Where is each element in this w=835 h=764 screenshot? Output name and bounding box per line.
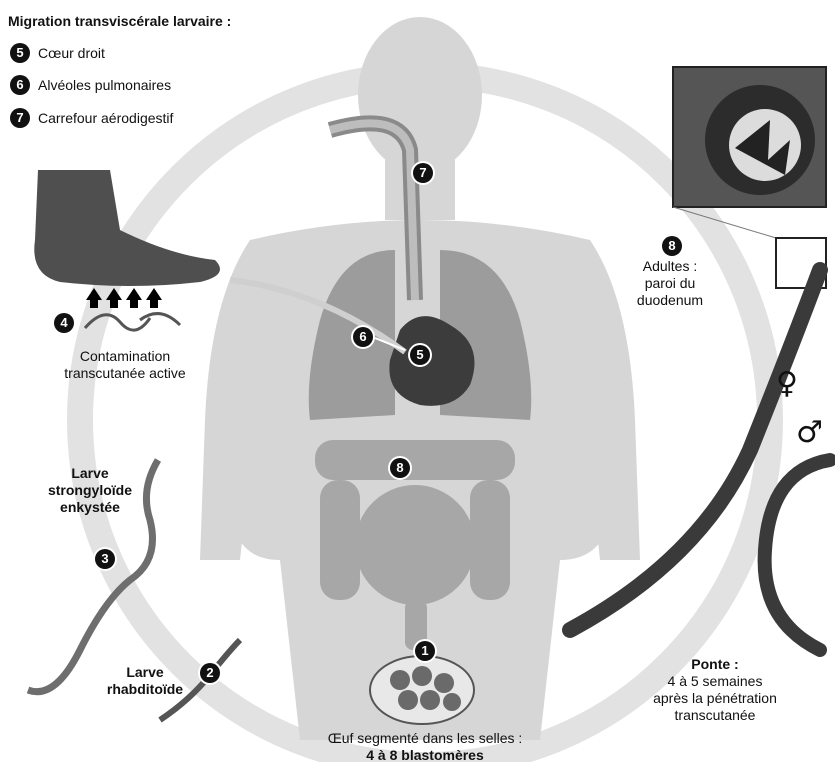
rhabditoid-line: Larve bbox=[90, 664, 200, 681]
marker-4: 4 bbox=[54, 313, 74, 333]
egg-label: Œuf segmenté dans les selles : 4 à 8 bla… bbox=[300, 730, 550, 764]
marker-7: 7 bbox=[413, 163, 433, 183]
ponte-line: transcutanée bbox=[630, 707, 800, 724]
ponte-label: Ponte : 4 à 5 semaines après la pénétrat… bbox=[630, 656, 800, 724]
number-badge: 7 bbox=[10, 108, 30, 128]
legend-item-aerodigestive: 7 Carrefour aérodigestif bbox=[10, 107, 173, 129]
legend-item-alveoli: 6 Alvéoles pulmonaires bbox=[10, 74, 171, 96]
ponte-line: 4 à 5 semaines bbox=[630, 673, 800, 690]
legend-item-heart: 5 Cœur droit bbox=[10, 42, 105, 64]
adults-line: paroi du bbox=[620, 275, 720, 292]
ponte-line: après la pénétration bbox=[630, 690, 800, 707]
number-badge: 5 bbox=[10, 43, 30, 63]
legend-label: Carrefour aérodigestif bbox=[38, 110, 173, 126]
strongyloid-line: strongyloïde bbox=[30, 482, 150, 499]
marker-3: 3 bbox=[95, 549, 115, 569]
legend-label: Cœur droit bbox=[38, 45, 105, 61]
marker-5: 5 bbox=[410, 345, 430, 365]
marker-8-body: 8 bbox=[390, 458, 410, 478]
contamination-label: Contamination transcutanée active bbox=[30, 348, 220, 382]
adults-line: duodenum bbox=[620, 292, 720, 309]
number-badge: 6 bbox=[10, 75, 30, 95]
legend-label: Alvéoles pulmonaires bbox=[38, 77, 171, 93]
marker-8-adult: 8 bbox=[662, 236, 682, 256]
marker-6: 6 bbox=[353, 327, 373, 347]
female-symbol-icon: ♀ bbox=[776, 366, 798, 401]
contamination-line: Contamination bbox=[30, 348, 220, 365]
contamination-line: transcutanée active bbox=[30, 365, 220, 382]
egg-illustration bbox=[370, 656, 474, 724]
strongyloid-label: Larve strongyloïde enkystée bbox=[30, 465, 150, 516]
adults-line: Adultes : bbox=[620, 258, 720, 275]
legend-title: Migration transviscérale larvaire : bbox=[8, 13, 231, 30]
egg-line: Œuf segmenté dans les selles : bbox=[300, 730, 550, 747]
marker-2: 2 bbox=[200, 663, 220, 683]
marker-1: 1 bbox=[415, 641, 435, 661]
ponte-title: Ponte : bbox=[630, 656, 800, 673]
rhabditoid-label: Larve rhabditoïde bbox=[90, 664, 200, 698]
male-symbol-icon: ♂ bbox=[796, 415, 823, 450]
strongyloid-line: enkystée bbox=[30, 499, 150, 516]
strongyloid-line: Larve bbox=[30, 465, 150, 482]
egg-line-bold: 4 à 8 blastomères bbox=[300, 747, 550, 764]
rhabditoid-line: rhabditoïde bbox=[90, 681, 200, 698]
adults-label: Adultes : paroi du duodenum bbox=[620, 258, 720, 309]
